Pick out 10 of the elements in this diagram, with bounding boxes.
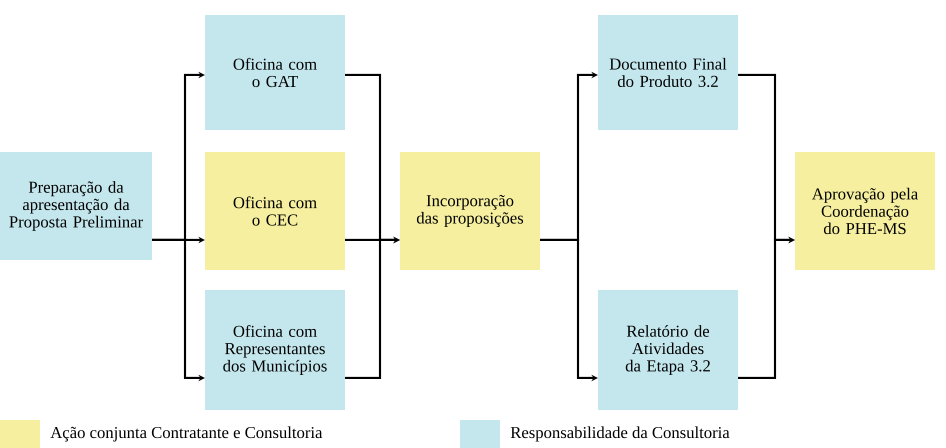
- process-box: Incorporação das proposições: [400, 152, 540, 270]
- process-box: Oficina com o CEC: [205, 152, 345, 270]
- process-box: Aprovação pela Coordenação do PHE-MS: [795, 152, 935, 270]
- legend-label: Ação conjunta Contratante e Consultoria: [50, 426, 322, 442]
- process-box: Preparação da apresentação da Proposta Preliminar: [0, 152, 152, 260]
- process-box: Oficina com Representantes dos Municípios: [205, 290, 345, 410]
- process-box: Relatório de Atividades da Etapa 3.2: [598, 290, 738, 410]
- legend-label: Responsabilidade da Consultoria: [510, 426, 730, 442]
- process-box: Oficina com o GAT: [205, 15, 345, 130]
- process-box: Documento Final do Produto 3.2: [598, 15, 738, 130]
